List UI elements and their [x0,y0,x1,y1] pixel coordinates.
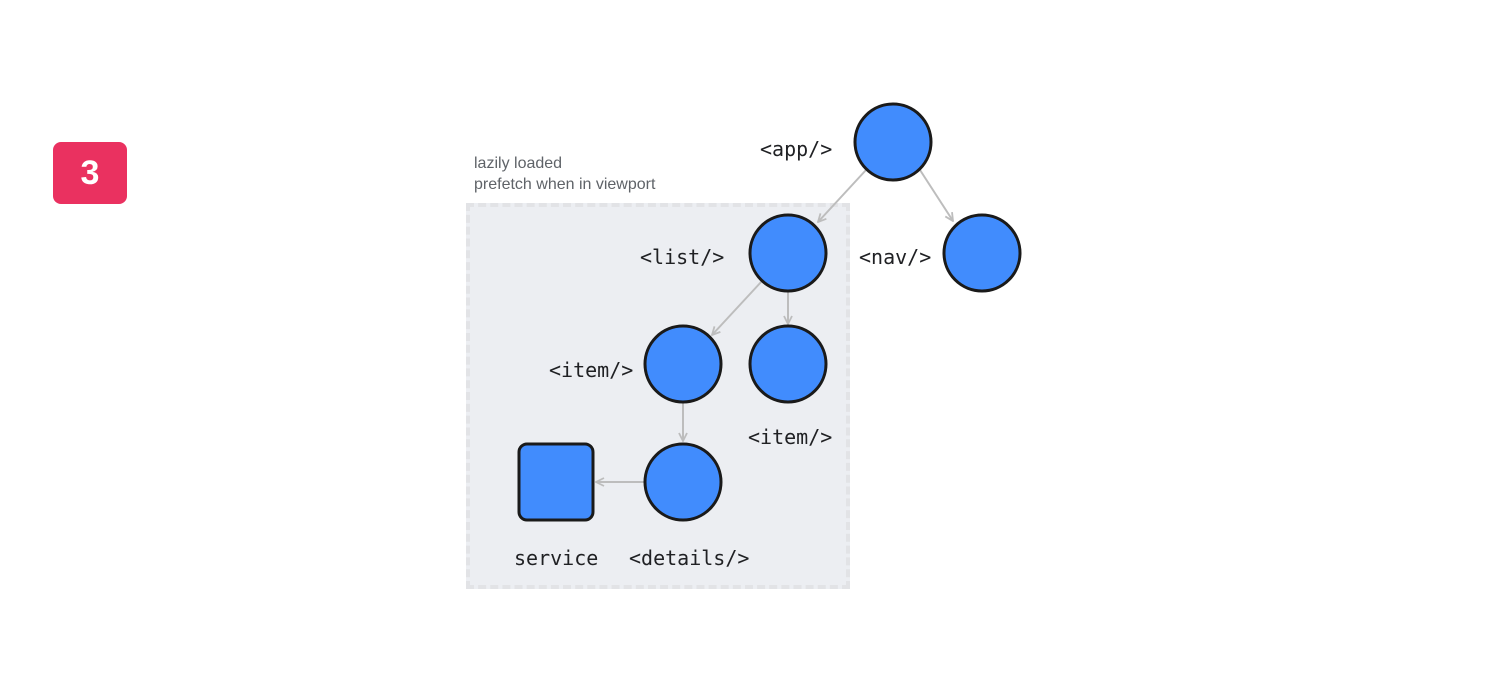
lazy-region-caption: lazily loaded prefetch when in viewport [474,153,655,195]
item-left-label: <item/> [549,358,634,382]
list-node [748,213,828,293]
list-label: <list/> [640,245,725,269]
item-right-node [748,324,828,404]
edge-app-to-nav [919,169,953,221]
app-node [853,102,933,182]
app-label: <app/> [760,137,833,161]
edge-app-to-list [818,169,867,222]
item-left-node [643,324,723,404]
item-right-label: <item/> [748,425,833,449]
edge-list-to-item-left [712,280,763,335]
nav-node [942,213,1022,293]
lazy-region-title: lazily loaded [474,155,563,172]
details-node [643,442,723,522]
details-label: <details/> [629,546,750,570]
step-number-badge: 3 [53,142,127,204]
lazy-region-subtitle: prefetch when in viewport [474,176,656,193]
nav-label: <nav/> [859,245,932,269]
service-node [517,442,595,522]
service-label: service [514,546,599,570]
